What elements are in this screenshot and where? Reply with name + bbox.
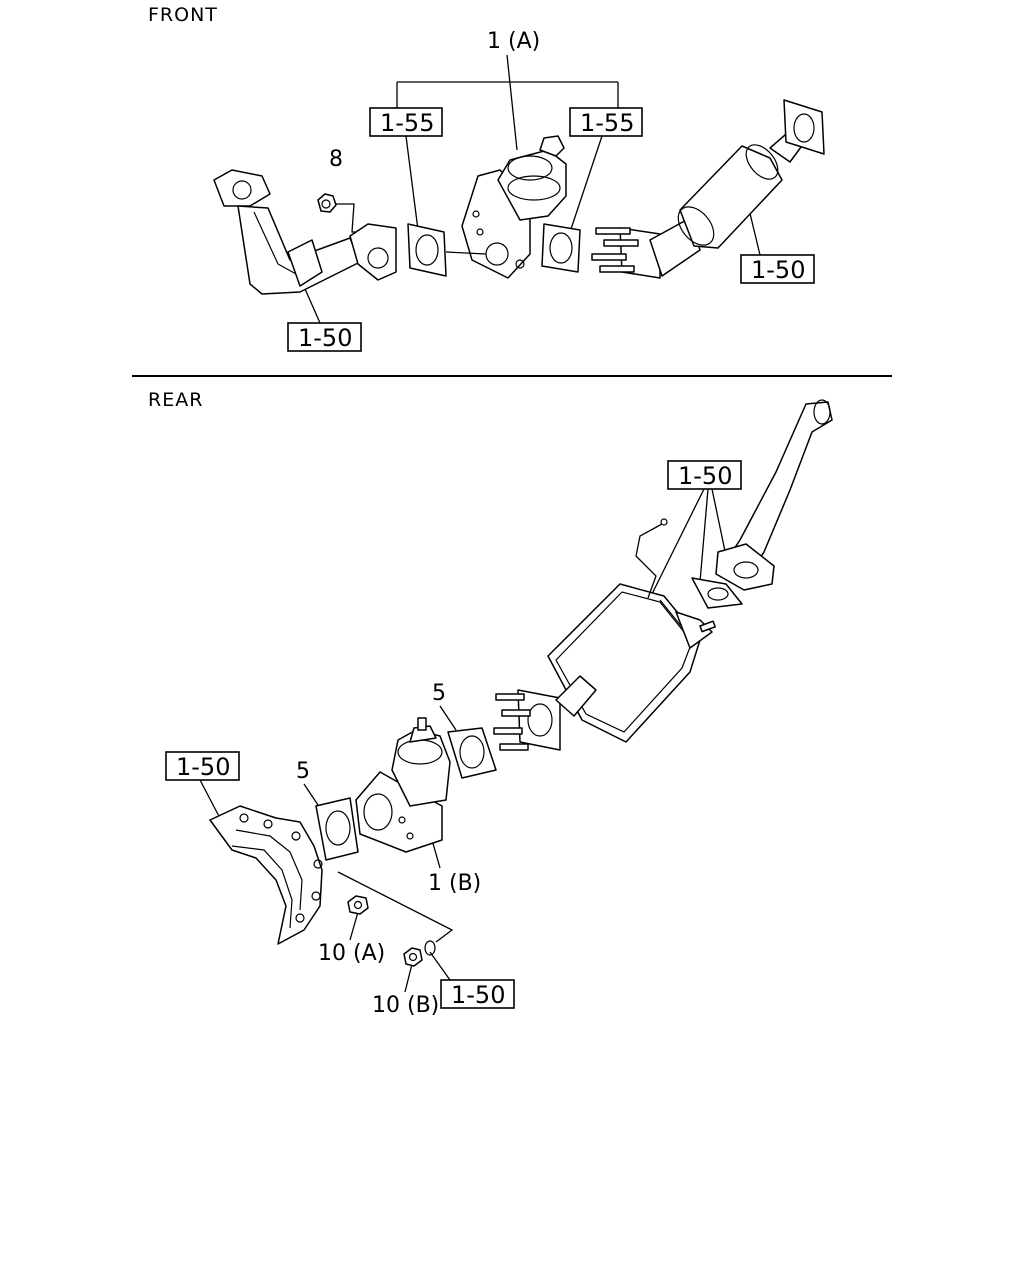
- ref-box-pipe-right[interactable]: 1-50: [740, 254, 815, 284]
- nut-8: [317, 193, 370, 233]
- svg-text:1-50: 1-50: [298, 324, 352, 352]
- bracket-1a: [396, 54, 619, 151]
- svg-text:1-50: 1-50: [678, 462, 732, 490]
- ref-box-muffler[interactable]: 1-50: [667, 460, 742, 490]
- gasket-front-left: [407, 223, 447, 277]
- ref-box-gasket-left[interactable]: 1-55: [369, 107, 443, 137]
- ref-box-nut[interactable]: 1-50: [440, 979, 515, 1009]
- catalytic-converter-1a: [445, 135, 567, 279]
- callout-10b: 10 (B): [372, 993, 439, 1018]
- section-label-front: FRONT: [148, 4, 218, 26]
- section-label-rear: REAR: [148, 389, 203, 411]
- callout-5-upper: 5: [432, 681, 446, 706]
- gasket-front-right: [541, 223, 581, 273]
- ref-box-manifold[interactable]: 1-50: [165, 751, 240, 781]
- tail-pipe: [691, 399, 833, 609]
- gasket-5-lower: [303, 783, 359, 861]
- catalytic-converter-1b: [355, 717, 451, 853]
- ref-box-pipe-left[interactable]: 1-50: [287, 322, 362, 352]
- svg-text:1-55: 1-55: [580, 109, 634, 137]
- rear-flange: [493, 675, 597, 751]
- svg-text:1-50: 1-50: [751, 256, 805, 284]
- nut-10b: [403, 940, 436, 967]
- gasket-5-upper: [439, 705, 497, 779]
- leaders-rear: [199, 488, 727, 993]
- callout-10a: 10 (A): [318, 941, 385, 966]
- callout-1a: 1 (A): [487, 29, 540, 54]
- studs-front: [591, 227, 639, 273]
- callout-1b: 1 (B): [428, 871, 481, 896]
- front-pipe-right: [591, 99, 825, 279]
- svg-text:1-55: 1-55: [380, 109, 434, 137]
- ref-box-gasket-right[interactable]: 1-55: [569, 107, 643, 137]
- nut-10a: [347, 895, 369, 915]
- svg-text:1-50: 1-50: [451, 981, 505, 1009]
- front-pipe-left: [213, 169, 397, 295]
- callout-8: 8: [329, 147, 343, 172]
- nut-bracket: [337, 871, 454, 943]
- svg-text:1-50: 1-50: [176, 753, 230, 781]
- exhaust-manifold: [209, 805, 323, 945]
- callout-5-lower: 5: [296, 759, 310, 784]
